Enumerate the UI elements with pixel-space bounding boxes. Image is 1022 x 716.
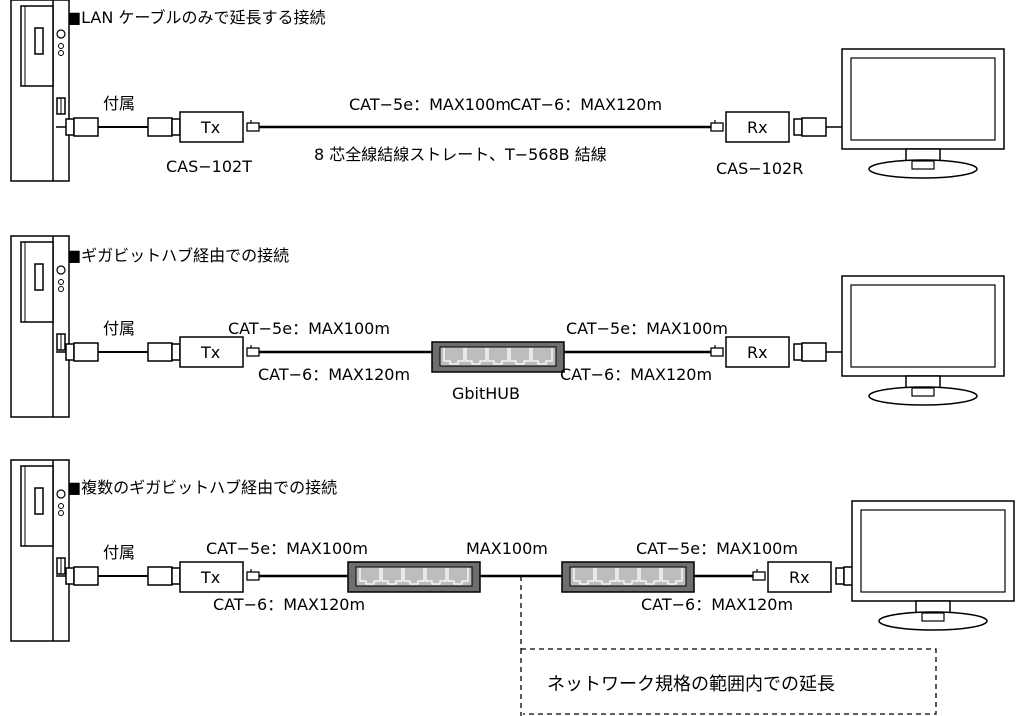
left-cat5e: CAT−5e：MAX100m [206,539,368,558]
rj45-plug-icon [246,119,260,132]
tx-box [179,336,244,368]
gigabit-hub-icon [561,561,695,593]
rx-label: Rx [789,568,810,587]
hub-label: GbitHUB [452,384,520,403]
section-2-title: ■ギガビットハブ経由での接続 [66,246,289,265]
middle-spec: MAX100m [466,539,548,558]
section-2: ■ギガビットハブ経由での接続 付属 Tx Rx CAT−5e：MAX100m C… [10,235,1005,418]
rx-box [725,336,790,368]
wiring-note: 8 芯全線結線ストレート、T−568B 結線 [314,145,607,164]
tx-box [179,561,244,593]
attached-label: 付属 [103,94,135,113]
tx-model: CAS−102T [166,157,252,176]
pc-icon [10,459,70,642]
video-plug-icon [147,117,181,137]
gigabit-hub-icon [347,561,481,593]
cable-spec-1: CAT−5e：MAX100m [349,95,511,114]
video-plug-icon [793,117,827,137]
right-cat5e: CAT−5e：MAX100m [636,539,798,558]
tx-box [179,111,244,143]
right-cat6: CAT−6：MAX120m [641,595,793,614]
monitor-icon [841,48,1005,179]
rj45-plug-icon [246,568,260,581]
rx-box [767,561,832,593]
tx-label: Tx [200,118,220,137]
right-cat6: CAT−6：MAX120m [560,365,712,384]
pc-icon [10,0,70,182]
rx-box [725,111,790,143]
section-3: ■複数のギガビットハブ経由での接続 付属 Tx Rx CAT−5e：MAX100… [10,459,1015,716]
video-plug-icon [65,117,99,137]
video-plug-icon [65,342,99,362]
tx-label: Tx [200,343,220,362]
video-plug-icon [793,342,827,362]
rx-model: CAS−102R [716,159,803,178]
rx-label: Rx [747,118,768,137]
left-cat6: CAT−6：MAX120m [258,365,410,384]
section-1-title: ■LAN ケーブルのみで延長する接続 [66,8,325,27]
rj45-plug-icon [246,344,260,357]
video-plug-icon [147,566,181,586]
rj45-plug-icon [752,568,766,581]
gigabit-hub-icon [431,341,565,373]
section-1: ■LAN ケーブルのみで延長する接続 付属 Tx Rx CAT−5e：MAX10… [10,0,1005,182]
attached-label: 付属 [103,543,135,562]
right-cat5e: CAT−5e：MAX100m [566,319,728,338]
pc-icon [10,235,70,418]
monitor-icon [851,500,1015,631]
video-plug-icon [147,342,181,362]
rj45-plug-icon [710,119,724,132]
rj45-plug-icon [710,344,724,357]
callout-box [521,648,937,715]
section-3-title: ■複数のギガビットハブ経由での接続 [66,478,337,497]
cable-spec-2: CAT−6：MAX120m [510,95,662,114]
left-cat6: CAT−6：MAX120m [213,595,365,614]
video-plug-icon [65,566,99,586]
tx-label: Tx [200,568,220,587]
rx-label: Rx [747,343,768,362]
network-note: ネットワーク規格の範囲内での延長 [547,674,835,695]
attached-label: 付属 [103,319,135,338]
monitor-icon [841,275,1005,406]
left-cat5e: CAT−5e：MAX100m [228,319,390,338]
